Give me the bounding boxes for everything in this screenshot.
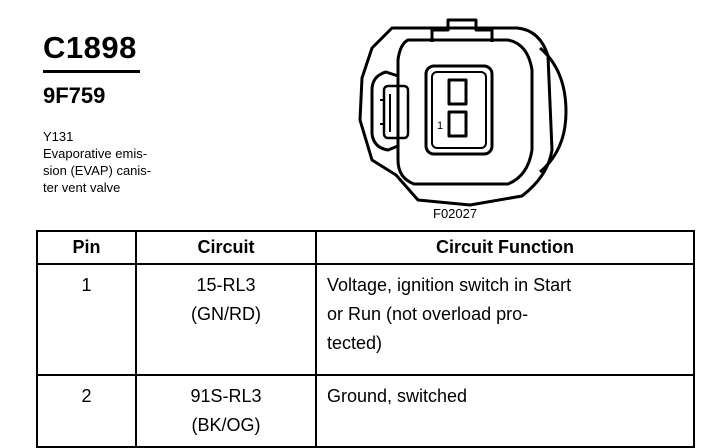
title-underline xyxy=(43,70,140,73)
terminal-block-inner xyxy=(431,71,487,149)
function-line: Ground, switched xyxy=(327,386,468,406)
function-cell: Ground, switched xyxy=(315,374,695,448)
desc-line: sion (EVAP) canis- xyxy=(43,163,152,178)
function-line: Voltage, ignition switch in Start xyxy=(327,275,572,295)
header-pin: Pin xyxy=(36,230,137,265)
desc-line: Evaporative emis- xyxy=(43,146,148,161)
left-latch xyxy=(370,70,399,152)
latch-button xyxy=(382,84,410,140)
table-row: 2 91S-RL3 (BK/OG) Ground, switched xyxy=(36,374,695,448)
terminal-block xyxy=(424,64,494,156)
connector-id: C1898 xyxy=(43,30,137,65)
lock-tab xyxy=(430,18,494,42)
header-circuit: Circuit xyxy=(135,230,317,265)
inner-housing xyxy=(396,38,534,186)
housing-outline xyxy=(358,26,554,207)
function-line: tected) xyxy=(327,333,383,353)
pin-cell: 2 xyxy=(36,374,137,448)
header-circuit-function: Circuit Function xyxy=(315,230,695,265)
pin-table: Pin Circuit Circuit Function 1 15-RL3 (G… xyxy=(36,230,695,448)
function-cell: Voltage, ignition switch in Start or Run… xyxy=(315,263,695,376)
terminal-cavity-1 xyxy=(447,110,468,138)
circuit-line: (BK/OG) xyxy=(191,415,261,435)
table-header-row: Pin Circuit Circuit Function xyxy=(36,230,695,265)
circuit-cell: 15-RL3 (GN/RD) xyxy=(135,263,317,376)
desc-line: Y131 xyxy=(43,129,74,144)
terminal-cavity-2 xyxy=(447,78,468,106)
function-line: or Run (not overload pro- xyxy=(327,304,529,324)
connector-description: Y131 Evaporative emis- sion (EVAP) canis… xyxy=(43,128,193,196)
pin-1-marker: 1 xyxy=(437,120,443,132)
desc-line: ter vent valve xyxy=(43,180,121,195)
circuit-line: 15-RL3 xyxy=(196,275,256,295)
figure-label: F02027 xyxy=(433,206,478,221)
part-number: 9F759 xyxy=(43,83,106,108)
pin-cell: 1 xyxy=(36,263,137,376)
table-row: 1 15-RL3 (GN/RD) Voltage, ignition switc… xyxy=(36,263,695,376)
circuit-cell: 91S-RL3 (BK/OG) xyxy=(135,374,317,448)
housing-right-lobe xyxy=(539,46,568,174)
circuit-line: 91S-RL3 xyxy=(190,386,262,406)
circuit-line: (GN/RD) xyxy=(191,304,261,324)
